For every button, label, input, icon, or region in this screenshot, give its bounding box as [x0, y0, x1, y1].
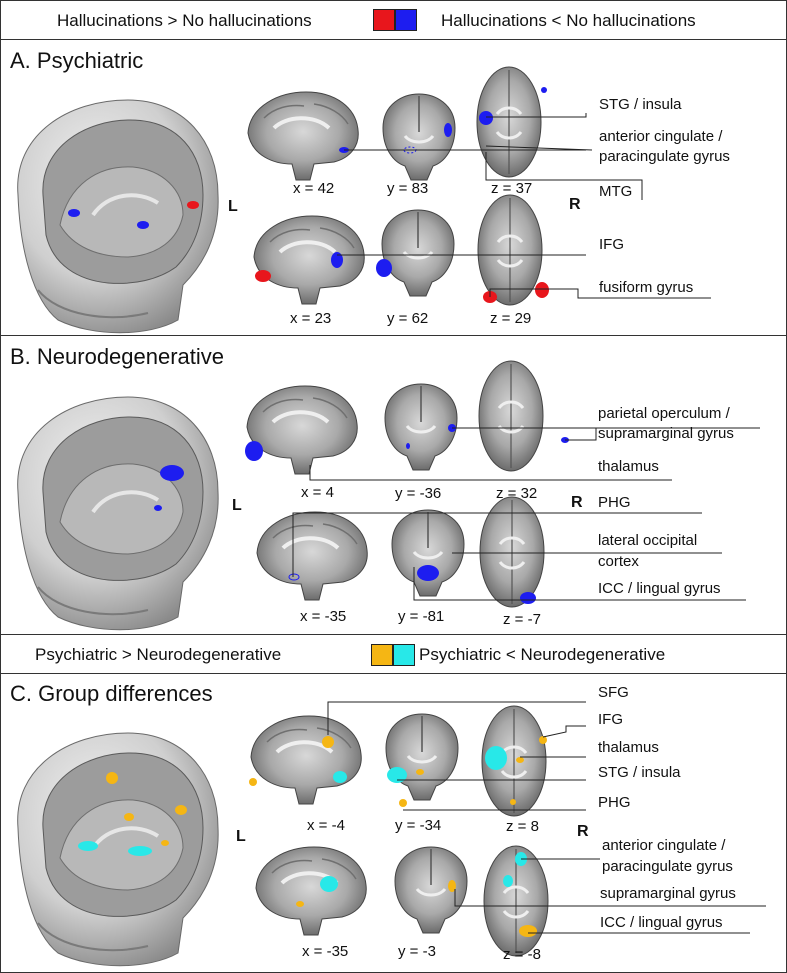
legend-cyan-swatch: [393, 644, 415, 666]
legend-red-swatch: [373, 9, 395, 31]
region-label: STG / insula: [599, 96, 682, 113]
region-label: thalamus: [598, 458, 659, 475]
coord-label: z = -7: [503, 611, 541, 628]
region-label: cortex: [598, 553, 639, 570]
orientation-left-b: L: [232, 497, 242, 514]
coord-label: x = -35: [302, 943, 349, 960]
coord-label: z = 32: [496, 485, 538, 502]
section-title-c: C. Group differences: [10, 681, 213, 706]
region-label: PHG: [598, 494, 631, 511]
orientation-right-c: R: [577, 823, 589, 840]
legend-mid: Psychiatric > Neurodegenerative Psychiat…: [0, 634, 787, 674]
coord-label: x = 4: [301, 484, 334, 501]
region-label: SFG: [598, 684, 629, 701]
region-label: thalamus: [598, 739, 659, 756]
legend-psych-greater-label: Psychiatric > Neurodegenerative: [35, 645, 282, 664]
orientation-left-c: L: [236, 828, 246, 845]
legend-blue-swatch: [395, 9, 417, 31]
coord-label: z = 37: [491, 180, 533, 197]
coord-label: x = -4: [307, 817, 345, 834]
region-label: IFG: [599, 236, 624, 253]
legend-psych-less-label: Psychiatric < Neurodegenerative: [419, 645, 666, 664]
region-label: parietal operculum /: [598, 405, 730, 422]
region-label: paracingulate gyrus: [599, 148, 730, 165]
region-label: anterior cingulate /: [602, 837, 726, 854]
legend-top: Hallucinations > No hallucinations Hallu…: [0, 0, 787, 40]
legend-yellow-swatch: [371, 644, 393, 666]
orientation-right-b: R: [571, 494, 583, 511]
orientation-right-a: R: [569, 196, 581, 213]
region-label: ICC / lingual gyrus: [598, 580, 721, 597]
section-title-b: B. Neurodegenerative: [10, 344, 225, 369]
coord-label: y = -3: [398, 943, 436, 960]
region-label: supramarginal gyrus: [598, 425, 734, 442]
orientation-left-a: L: [228, 198, 238, 215]
region-label: anterior cingulate /: [599, 128, 723, 145]
coord-label: y = -81: [398, 608, 445, 625]
coord-label: x = 42: [293, 180, 335, 197]
coord-label: y = -34: [395, 817, 442, 834]
coord-label: y = 83: [387, 180, 429, 197]
region-label: lateral occipital: [598, 532, 698, 549]
region-label: ICC / lingual gyrus: [600, 914, 723, 931]
coord-label: y = -36: [395, 485, 442, 502]
region-label: MTG: [599, 183, 633, 200]
region-label: supramarginal gyrus: [600, 885, 736, 902]
section-title-a: A. Psychiatric: [10, 48, 144, 73]
legend-increase-label: Hallucinations > No hallucinations: [57, 11, 312, 30]
region-label: paracingulate gyrus: [602, 858, 733, 875]
coord-label: z = 8: [506, 818, 539, 835]
region-label: IFG: [598, 711, 623, 728]
coord-label: y = 62: [387, 310, 429, 327]
coord-label: z = -8: [503, 946, 541, 963]
coord-label: x = 23: [290, 310, 332, 327]
coord-label: x = -35: [300, 608, 347, 625]
coord-label: z = 29: [490, 310, 532, 327]
region-label: STG / insula: [598, 764, 681, 781]
legend-decrease-label: Hallucinations < No hallucinations: [441, 11, 696, 30]
region-label: PHG: [598, 794, 631, 811]
region-label: fusiform gyrus: [599, 279, 694, 296]
